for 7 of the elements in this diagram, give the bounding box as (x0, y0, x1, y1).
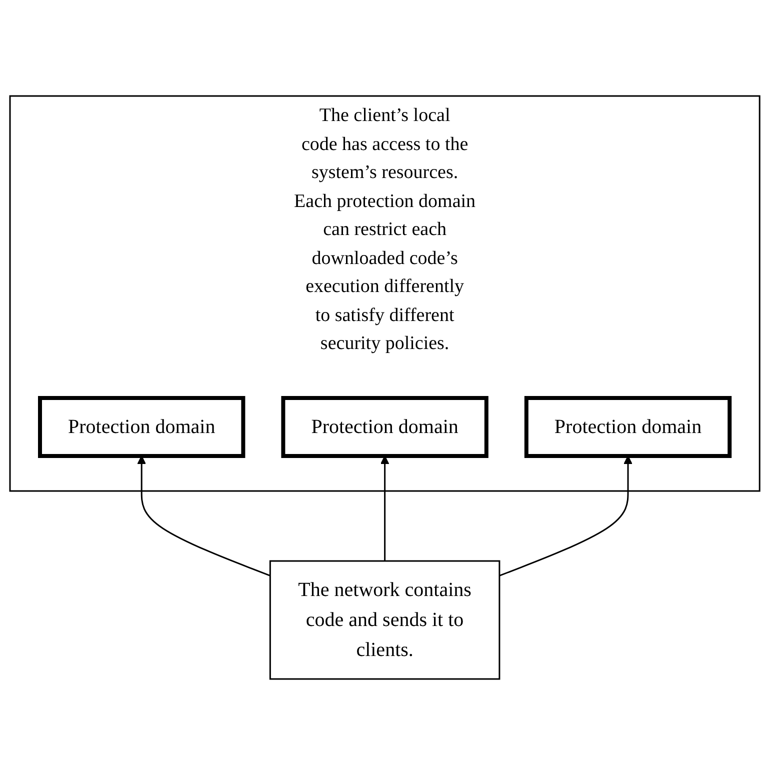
node-box: Protection domain (281, 396, 489, 458)
node-box: Protection domain (524, 396, 732, 458)
arrow (137, 456, 271, 576)
arrow (499, 456, 633, 576)
node-box: The network contains code and sends it to clients. (270, 560, 500, 680)
arrow (380, 456, 390, 561)
node-box: Protection domain (38, 396, 246, 458)
